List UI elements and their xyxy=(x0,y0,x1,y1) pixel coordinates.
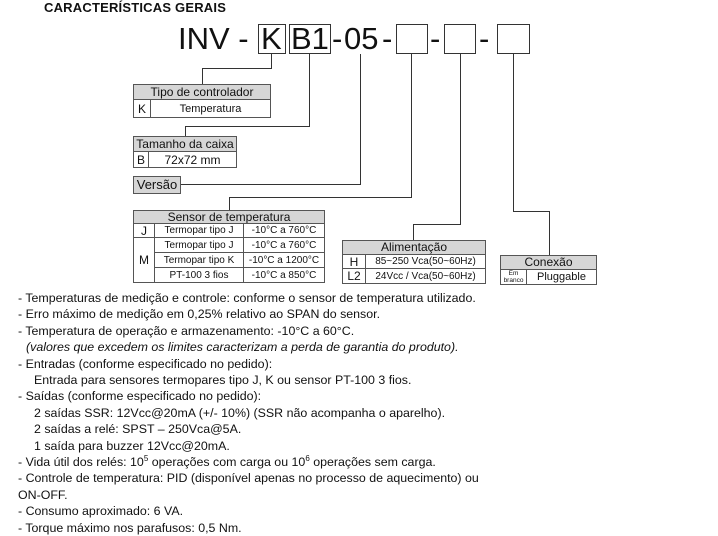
note-item: 2 saídas a relé: SPST – 250Vca@5A. xyxy=(34,422,242,437)
note-item: - Vida útil dos relés: 105 operações com… xyxy=(18,453,436,470)
power-header: Alimentação xyxy=(342,240,486,255)
code-box-k xyxy=(258,24,286,54)
sensor-type: Termopar tipo J xyxy=(154,237,244,253)
sensor-range: -10°C a 760°C xyxy=(243,223,325,238)
case-size-header: Tamanho da caixa xyxy=(133,136,237,152)
note-item: ON-OFF. xyxy=(18,487,68,502)
sensor-range: -10°C a 760°C xyxy=(243,237,325,253)
sensor-type: Termopar tipo K xyxy=(154,252,244,268)
power-code-h: H xyxy=(342,254,366,269)
connection-code-line: Em xyxy=(508,270,519,277)
controller-type-header: Tipo de controlador xyxy=(133,84,271,100)
version-label: Versão xyxy=(133,176,181,194)
code-box-b1 xyxy=(289,24,331,54)
note-item: - Torque máximo nos parafusos: 0,5 Nm. xyxy=(18,520,242,535)
sensor-code-j: J xyxy=(133,223,155,238)
sensor-range: -10°C a 1200°C xyxy=(243,252,325,268)
controller-type-value: Temperatura xyxy=(150,99,271,118)
power-code-l2: L2 xyxy=(342,268,366,284)
note-item: 1 saída para buzzer 12Vcc@20mA. xyxy=(34,438,230,453)
case-size-code: B xyxy=(133,151,149,168)
note-item: - Controle de temperatura: PID (disponív… xyxy=(18,471,479,486)
page-title: CARACTERÍSTICAS GERAIS xyxy=(44,0,227,15)
model-prefix: INV - xyxy=(178,21,249,56)
sensor-code-m: M xyxy=(133,237,155,283)
notes-list: - Temperaturas de medição e controle: co… xyxy=(18,290,479,536)
connection-header: Conexão xyxy=(500,255,597,270)
power-value: 85~250 Vca(50~60Hz) xyxy=(365,254,486,269)
note-item: - Temperaturas de medição e controle: co… xyxy=(18,291,476,305)
model-dash: - xyxy=(430,21,441,56)
model-dash: - xyxy=(332,21,343,56)
note-item: - Consumo aproximado: 6 VA. xyxy=(18,504,184,519)
note-item: - Temperatura de operação e armazenament… xyxy=(18,323,355,338)
sensor-type: Termopar tipo J xyxy=(154,223,244,238)
code-box-power xyxy=(396,24,428,54)
connection-code-line: branco xyxy=(503,276,524,284)
code-box-sensor xyxy=(444,24,476,54)
connection-code: Em branco xyxy=(500,269,527,285)
model-dash: - xyxy=(382,21,393,56)
sensor-range: -10°C a 850°C xyxy=(243,267,325,283)
note-item: - Erro máximo de medição em 0,25% relati… xyxy=(18,307,381,322)
model-k: K xyxy=(261,21,282,56)
power-value: 24Vcc / Vca(50~60Hz) xyxy=(365,268,486,284)
code-box-connection xyxy=(497,24,530,54)
case-size-value: 72x72 mm xyxy=(148,151,237,168)
note-item: - Entradas (conforme especificado no ped… xyxy=(18,356,273,371)
model-dash: - xyxy=(479,21,490,56)
note-item: 2 saídas SSR: 12Vcc@20mA (+/- 10%) (SSR … xyxy=(34,405,446,420)
sensor-header: Sensor de temperatura xyxy=(133,210,325,224)
note-item: - Saídas (conforme especificado no pedid… xyxy=(18,389,262,404)
note-item: Entrada para sensores termopares tipo J,… xyxy=(34,373,412,388)
model-05: 05 xyxy=(344,21,379,56)
sensor-type: PT-100 3 fios xyxy=(154,267,244,283)
model-b1: B1 xyxy=(291,21,329,56)
connection-value: Pluggable xyxy=(526,269,597,285)
controller-type-code: K xyxy=(133,99,151,118)
note-item: (valores que excedem os limites caracter… xyxy=(26,340,459,355)
